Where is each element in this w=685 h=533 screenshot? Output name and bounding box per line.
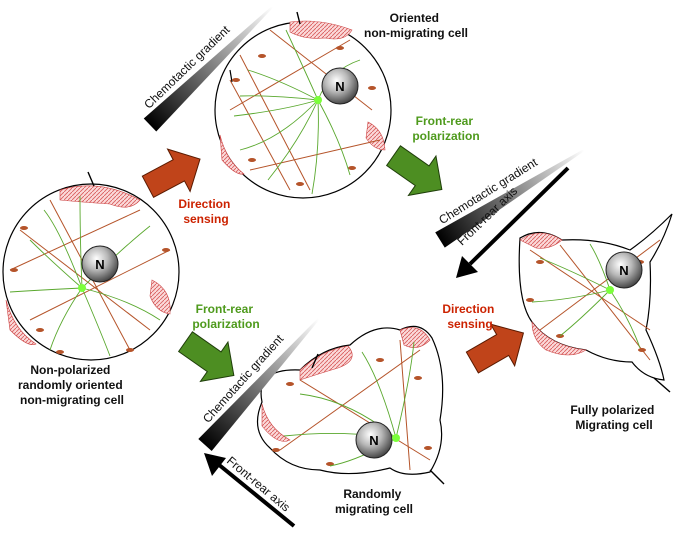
green-arrow-top xyxy=(385,145,443,197)
right-cell-label: Fully polarized Migrating cell xyxy=(570,403,657,432)
front-rear-left-label: Front-rear polarization xyxy=(192,302,259,331)
left-cell: N xyxy=(2,171,180,361)
svg-text:Front-rear axis: Front-rear axis xyxy=(224,454,293,515)
svg-text:N: N xyxy=(619,263,628,278)
right-cell-mtoc xyxy=(606,286,614,294)
top-cell-nucleus: N xyxy=(321,67,359,105)
right-cell-patch xyxy=(519,232,563,249)
left-cell-patch xyxy=(5,299,37,345)
left-cell-nucleus: N xyxy=(81,245,119,283)
left-cell-mtoc xyxy=(78,284,86,292)
front-rear-top-label: Front-rear polarization xyxy=(412,114,479,143)
bottom-cell-label: Randomly migrating cell xyxy=(335,487,413,516)
top-cell-adhesions xyxy=(232,46,376,186)
svg-text:N: N xyxy=(369,433,378,448)
right-cell-patch xyxy=(531,321,587,356)
red-arrow-right xyxy=(465,323,525,374)
axis-arrow-bottom: Front-rear axis xyxy=(204,453,296,528)
bottom-cell-mtoc xyxy=(392,434,400,442)
right-cell: N xyxy=(518,213,673,393)
bottom-cell-nucleus: N xyxy=(355,421,393,459)
svg-text:N: N xyxy=(335,79,344,94)
bottom-cell-patch xyxy=(399,327,431,348)
top-cell: N xyxy=(214,11,392,199)
top-cell-actin xyxy=(229,29,381,191)
direction-sensing-top-label: Direction sensing xyxy=(178,197,233,226)
left-cell-patch xyxy=(149,279,171,315)
bottom-cell-actin xyxy=(279,339,431,471)
left-cell-patch xyxy=(59,185,141,208)
direction-sensing-right-label: Direction sensing xyxy=(442,302,497,331)
bottom-cell-patch xyxy=(299,345,353,381)
green-arrow-left xyxy=(177,331,235,383)
top-cell-microtubules xyxy=(233,29,361,195)
top-cell-label: Oriented non-migrating cell xyxy=(364,11,468,40)
left-cell-label: Non-polarized randomly oriented non-migr… xyxy=(18,363,126,407)
right-cell-nucleus: N xyxy=(605,251,643,289)
top-cell-mtoc xyxy=(314,96,322,104)
left-cell-microtubules xyxy=(9,195,161,357)
red-arrow-top xyxy=(141,148,201,199)
svg-text:N: N xyxy=(95,257,104,272)
bottom-cell-microtubules xyxy=(283,341,415,467)
top-cell-patch xyxy=(289,20,353,40)
right-cell-microtubules xyxy=(531,243,641,349)
left-cell-adhesions xyxy=(10,226,170,354)
bottom-cell-adhesions xyxy=(272,358,432,466)
bottom-cell: N xyxy=(256,325,445,485)
top-cell-patch xyxy=(219,134,245,175)
bottom-cell-patch xyxy=(261,403,291,442)
